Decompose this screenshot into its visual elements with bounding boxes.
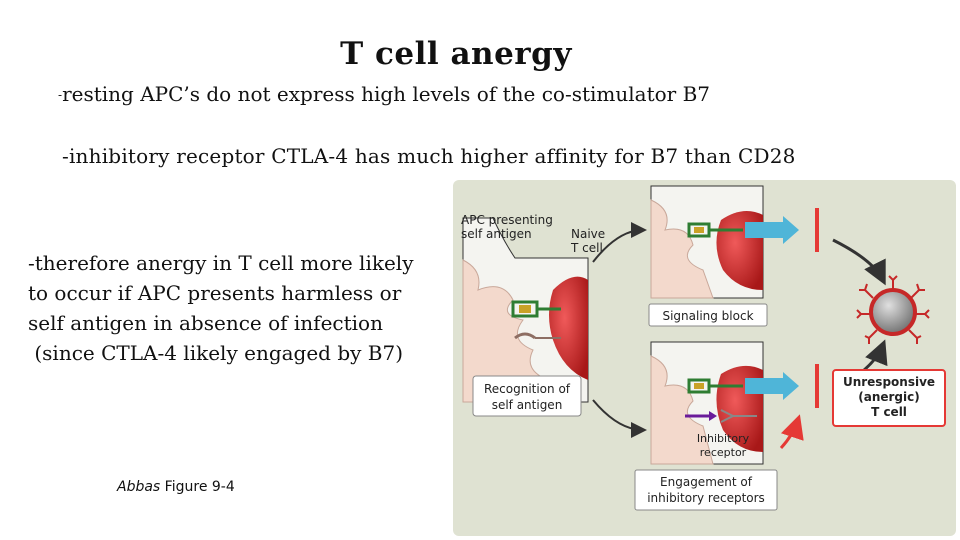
unresponsive-label: (anergic) <box>858 390 919 404</box>
anergic-tcell <box>856 275 930 344</box>
apc-label: APC presenting <box>461 213 553 227</box>
naive-label: T cell <box>570 241 603 255</box>
unresponsive-box <box>832 369 946 427</box>
bullet-line: (since CTLA-4 likely engaged by B7) <box>28 341 404 365</box>
unresponsive-label: T cell <box>871 405 907 419</box>
apc-cell <box>462 259 564 403</box>
recognition-label: self antigen <box>492 398 563 412</box>
bullet-line: self antigen in absence of infection <box>28 311 383 335</box>
engagement-label: Engagement of <box>660 475 753 489</box>
bullet-anergy-explanation: -therefore anergy in T cell more likely … <box>28 248 414 368</box>
inhibitory-label: receptor <box>700 446 747 459</box>
signaling-block-box <box>648 303 768 327</box>
naive-label: Naive <box>571 227 605 241</box>
caption-figure-number: Figure 9-4 <box>160 479 235 495</box>
slide-title: T cell anergy <box>340 36 572 72</box>
middle-bottom-panel: Inhibitory receptor Engagement of inhibi… <box>634 341 819 511</box>
apc-label: self antigen <box>461 227 532 241</box>
signaling-block-label: Signaling block <box>662 309 753 323</box>
naive-tcell <box>549 276 588 380</box>
caption-author: Abbas <box>117 479 161 495</box>
bullet-resting-apc-text: resting APC’s do not express high levels… <box>62 82 710 106</box>
recognition-box <box>472 375 582 417</box>
recognition-label: Recognition of <box>484 382 571 396</box>
inhibitory-label: Inhibitory <box>697 432 750 445</box>
engagement-label: inhibitory receptors <box>647 491 765 505</box>
bullet-dash: - <box>58 88 63 102</box>
arrow-to-signaling-block <box>592 222 647 263</box>
left-panel: APC presenting self antigen Naive T cell… <box>461 213 605 417</box>
unresponsive-label: Unresponsive <box>843 375 935 389</box>
bullet-resting-apc: -resting APC’s do not express high level… <box>58 82 710 106</box>
bullet-line: to occur if APC presents harmless or <box>28 281 402 305</box>
bullet-ctla4-affinity: -inhibitory receptor CTLA-4 has much hig… <box>62 144 796 168</box>
figure-caption: Abbas Figure 9-4 <box>117 479 235 495</box>
engagement-box <box>634 469 778 511</box>
middle-top-panel: Signaling block <box>648 185 819 327</box>
bullet-line: -therefore anergy in T cell more likely <box>28 251 414 275</box>
signal-arrow-icon <box>745 216 799 244</box>
b7-icon <box>514 332 536 340</box>
arrow-to-inhibitory <box>592 399 647 438</box>
anergy-figure: APC presenting self antigen Naive T cell… <box>453 180 956 536</box>
arrow-to-anergic <box>832 238 886 286</box>
